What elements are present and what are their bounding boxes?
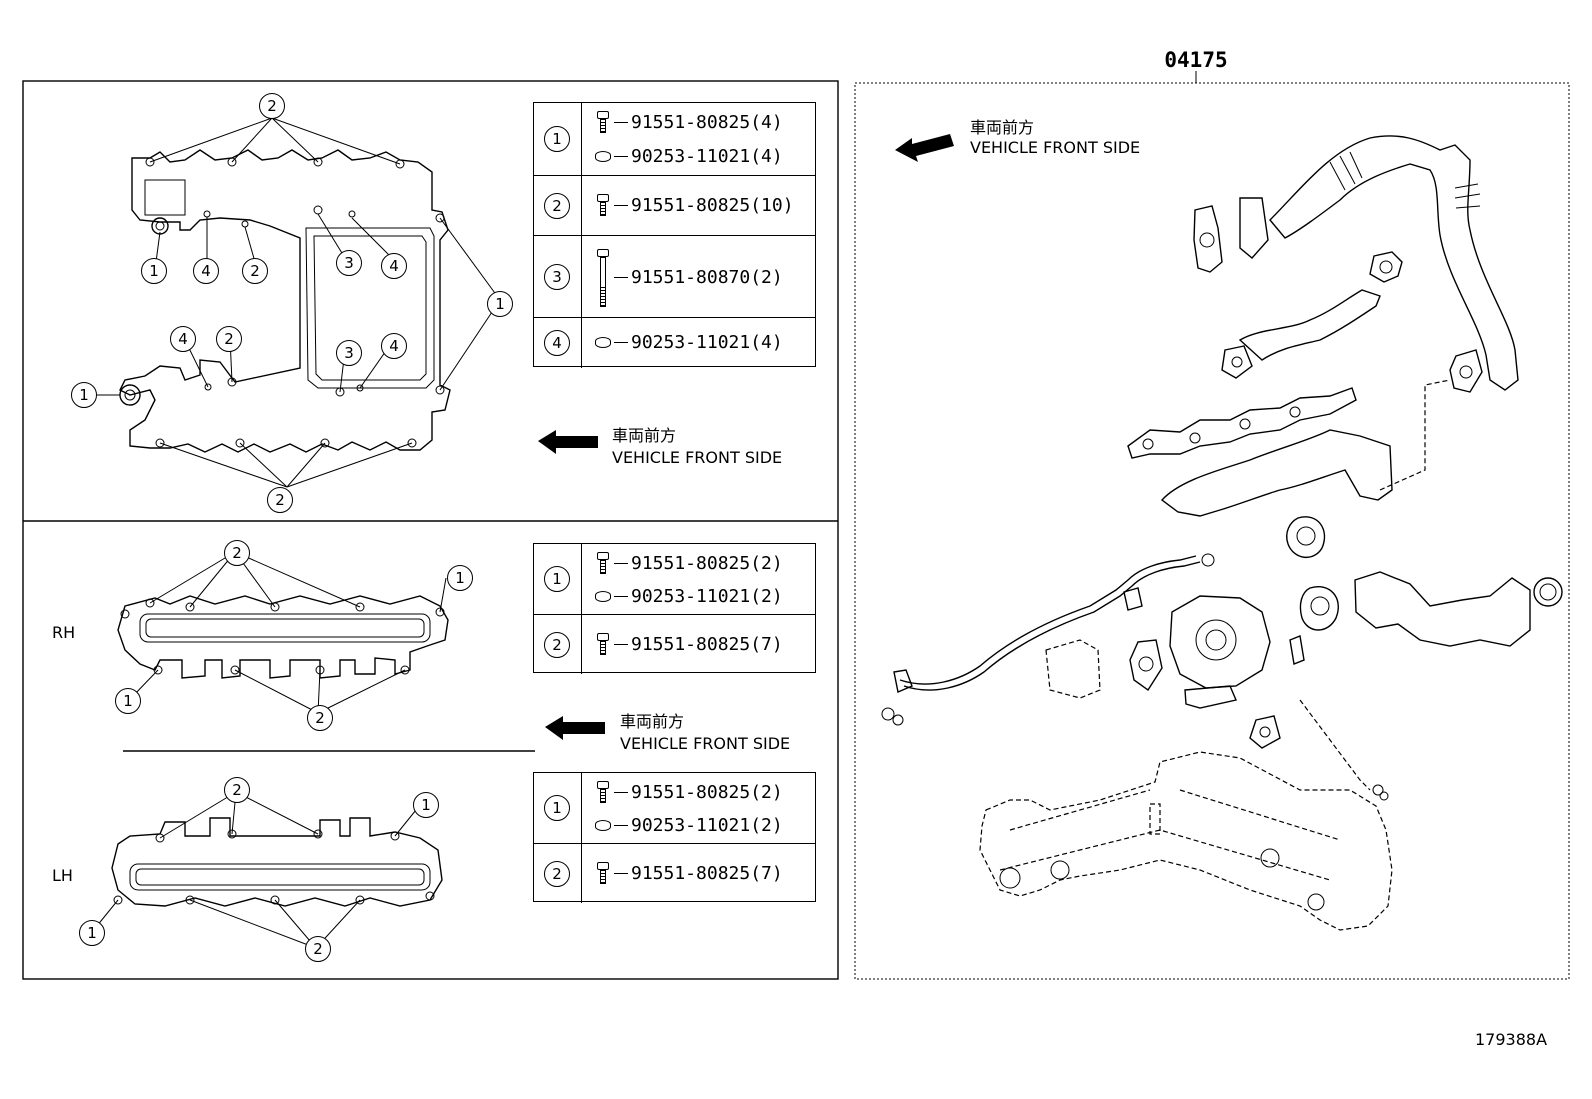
washer-icon	[592, 812, 614, 838]
callout-top-2d: 2	[267, 487, 293, 513]
part-number: 90253-11021(4)	[631, 331, 783, 353]
row-ref: 2	[544, 631, 570, 658]
table-row: 2 91551-80825(7)	[534, 614, 815, 674]
callout-rh-2a: 2	[224, 540, 250, 566]
fastener-table-rh: 1 91551-80825(2) 90253-11021(2) 2 91551-…	[533, 543, 816, 674]
part-number: 91551-80870(2)	[631, 266, 783, 288]
callout-top-4d: 4	[381, 333, 407, 359]
callout-top-3b: 3	[336, 340, 362, 366]
callout-rh-2b: 2	[307, 705, 333, 731]
table-row: 1 91551-80825(2) 90253-11021(2)	[534, 544, 815, 614]
row-ref: 2	[544, 860, 570, 887]
part-number: 90253-11021(2)	[631, 585, 783, 607]
table-row: 1 91551-80825(2) 90253-11021(2)	[534, 773, 815, 843]
rh-callout-leaders	[131, 551, 447, 714]
washer-icon	[592, 583, 614, 609]
callout-top-1a: 1	[141, 258, 167, 284]
callout-top-1c: 1	[71, 382, 97, 408]
callout-top-4a: 4	[193, 258, 219, 284]
washer-icon	[592, 143, 614, 169]
illustration-code: 179388A	[1475, 1030, 1548, 1049]
callout-lh-1b: 1	[79, 920, 105, 946]
front-label-jp-right: 車両前方	[970, 118, 1035, 137]
arrow-icon-rh	[545, 716, 605, 740]
rh-intake-gasket	[117, 595, 449, 679]
bolt-icon	[592, 860, 614, 886]
callout-top-1b: 1	[487, 291, 513, 317]
table-row: 2 91551-80825(10)	[534, 175, 815, 235]
long-bolt-icon	[592, 247, 614, 307]
callout-lh-2b: 2	[305, 936, 331, 962]
row-ref: 1	[544, 566, 570, 592]
exploded-engine-view	[881, 135, 1563, 931]
part-number: 91551-80825(10)	[631, 194, 794, 216]
right-panel-frame	[854, 82, 1570, 980]
rh-label: RH	[52, 623, 76, 642]
callout-top-4c: 4	[170, 326, 196, 352]
row-ref: 1	[544, 126, 570, 152]
callout-rh-1b: 1	[115, 688, 141, 714]
left-panel-frame	[22, 80, 839, 980]
part-number: 91551-80825(7)	[631, 633, 783, 655]
row-ref: 4	[544, 330, 570, 356]
part-number: 90253-11021(2)	[631, 814, 783, 836]
front-label-en-rh: VEHICLE FRONT SIDE	[620, 734, 791, 753]
part-number: 91551-80825(2)	[631, 781, 783, 803]
lh-label: LH	[52, 866, 73, 885]
bolt-icon	[592, 550, 614, 576]
fastener-table-lh: 1 91551-80825(2) 90253-11021(2) 2 91551-…	[533, 772, 816, 903]
row-ref: 3	[544, 263, 570, 290]
front-label-en-right: VEHICLE FRONT SIDE	[970, 138, 1141, 157]
callout-top-2c: 2	[216, 326, 242, 352]
callout-top-4b: 4	[381, 253, 407, 279]
callout-top-3a: 3	[336, 250, 362, 276]
front-label-jp-rh: 車両前方	[620, 712, 685, 731]
part-number: 90253-11021(4)	[631, 145, 783, 167]
arrow-icon-panel-right	[895, 134, 954, 162]
part-number: 91551-80825(2)	[631, 552, 783, 574]
front-label-jp-top: 車両前方	[612, 426, 677, 445]
table-row: 1 91551-80825(4) 90253-11021(4)	[534, 103, 815, 175]
row-ref: 1	[544, 795, 570, 821]
row-ref: 2	[544, 192, 570, 219]
lh-callout-leaders	[91, 791, 421, 949]
bolt-icon	[592, 109, 614, 135]
bolt-icon	[592, 631, 614, 657]
washer-icon	[592, 329, 614, 355]
part-number: 91551-80825(7)	[631, 862, 783, 884]
part-number: 91551-80825(4)	[631, 111, 783, 133]
table-row: 2 91551-80825(7)	[534, 843, 815, 903]
fastener-table-top: 1 91551-80825(4) 90253-11021(4) 2 91551-…	[533, 102, 816, 368]
front-label-en-top: VEHICLE FRONT SIDE	[612, 448, 783, 467]
bolt-icon	[592, 779, 614, 805]
upper-intake-gasket	[119, 149, 451, 453]
table-row: 4 90253-11021(4)	[534, 317, 815, 368]
callout-lh-2a: 2	[224, 777, 250, 803]
table-row: 3 91551-80870(2)	[534, 235, 815, 317]
arrow-icon-top	[538, 430, 598, 454]
callout-top-2a: 2	[259, 93, 285, 119]
callout-top-2b: 2	[242, 258, 268, 284]
callout-lh-1a: 1	[413, 792, 439, 818]
kit-part-number: 04175	[1164, 48, 1227, 72]
callout-rh-1a: 1	[447, 565, 473, 591]
lh-intake-gasket	[111, 817, 443, 907]
bolt-icon	[592, 192, 614, 218]
